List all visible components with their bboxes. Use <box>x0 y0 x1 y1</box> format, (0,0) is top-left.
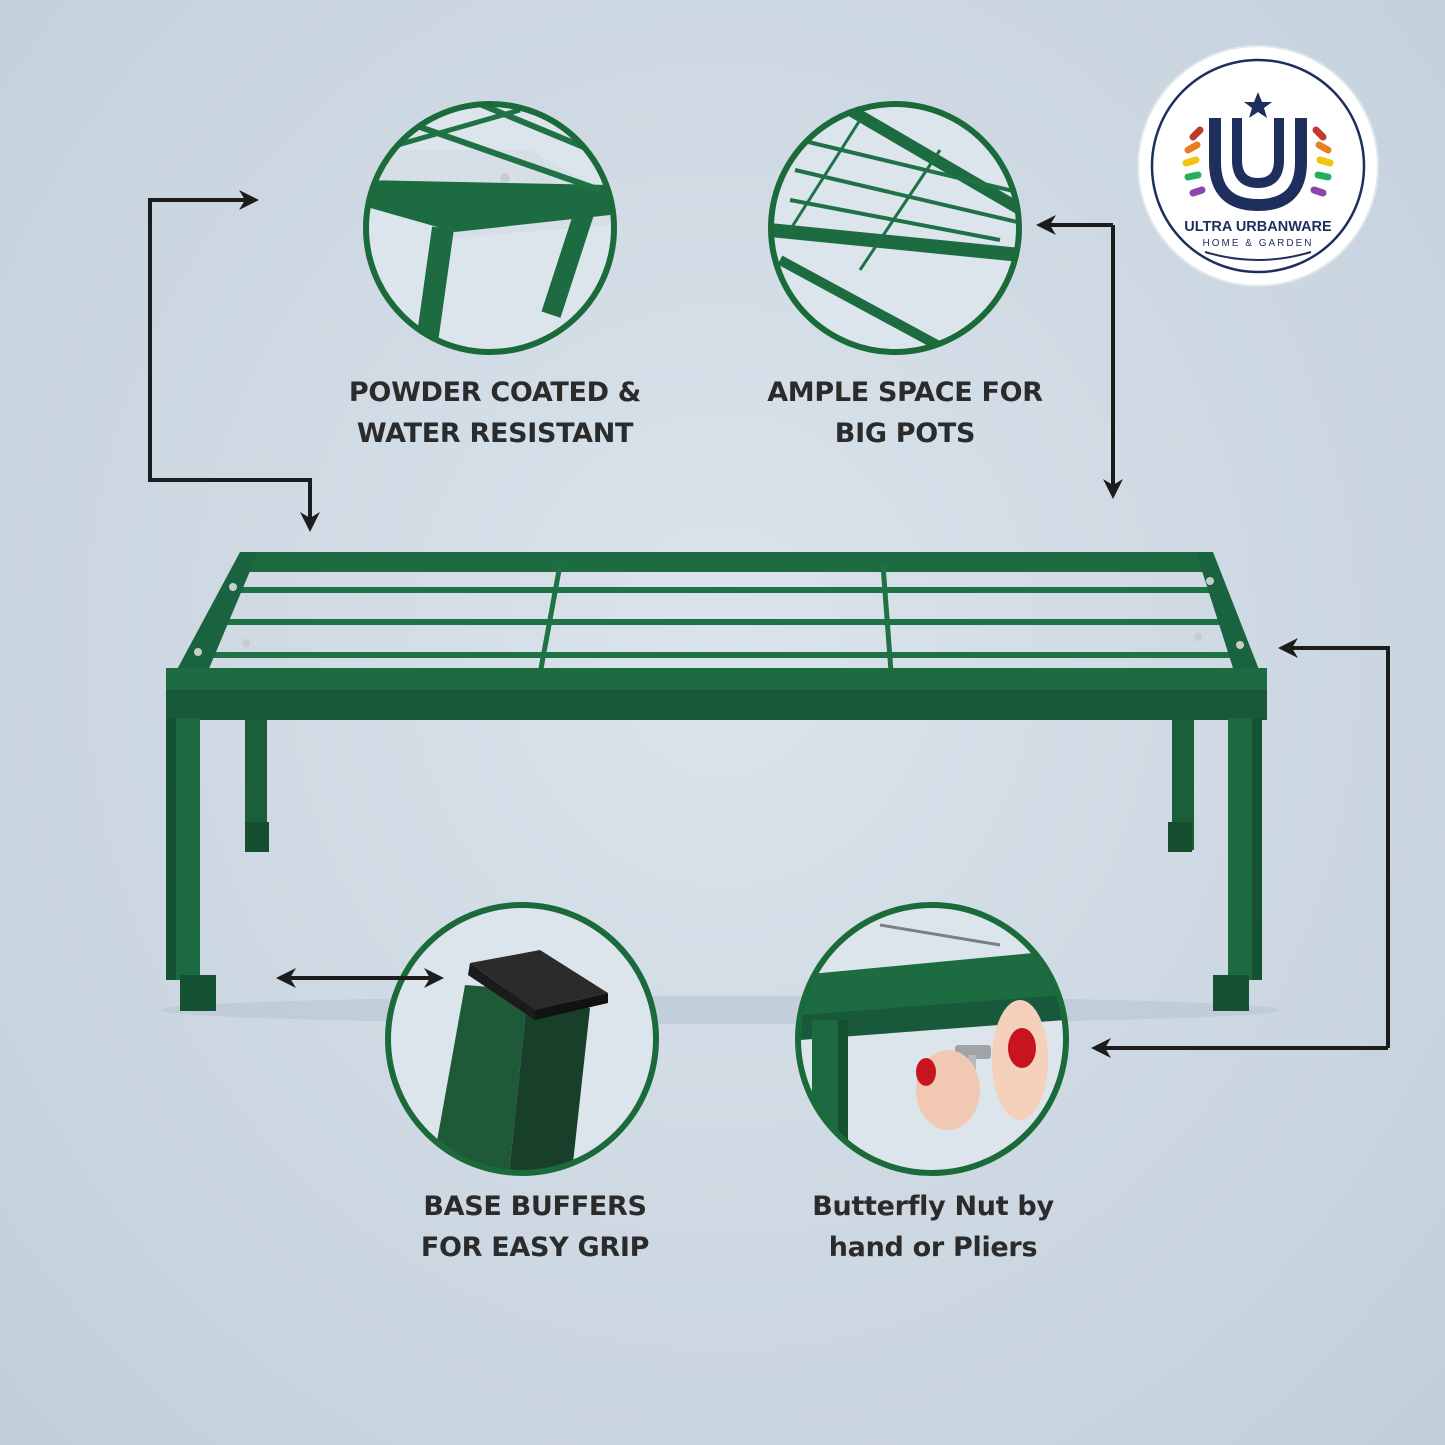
brand-name: ULTRA URBANWARE <box>1184 219 1332 235</box>
arrow-icon <box>1278 638 1390 1048</box>
laurel-icon <box>1182 126 1334 197</box>
caption-line: POWDER COATED & <box>348 377 642 408</box>
caption-line: WATER RESISTANT <box>356 418 634 449</box>
feature-caption-butterfly-nut: Butterfly Nut by hand or Pliers <box>743 1186 1123 1268</box>
caption-line: FOR EASY GRIP <box>420 1232 650 1263</box>
butterfly-nut-detail-circle <box>795 902 1069 1176</box>
caption-line: BASE BUFFERS <box>423 1191 647 1222</box>
feature-caption-ample-space: AMPLE SPACE FOR BIG POTS <box>715 372 1095 454</box>
ample-space-detail-circle <box>768 101 1022 355</box>
plant-stand-image <box>160 552 1280 1024</box>
caption-line: hand or Pliers <box>828 1232 1038 1263</box>
arrow-icon <box>150 478 320 532</box>
brand-logo: ULTRA URBANWARE HOME & GARDEN <box>1137 45 1379 287</box>
caption-line: Butterfly Nut by <box>812 1191 1054 1222</box>
caption-line: BIG POTS <box>834 418 976 449</box>
powder-coated-detail-circle <box>363 101 617 355</box>
callout-arrows <box>148 190 1390 1058</box>
feature-caption-powder-coated: POWDER COATED & WATER RESISTANT <box>305 372 685 454</box>
feature-caption-base-buffers: BASE BUFFERS FOR EASY GRIP <box>345 1186 725 1268</box>
base-buffer-detail-circle <box>385 902 659 1176</box>
caption-line: AMPLE SPACE FOR <box>767 377 1043 408</box>
arrow-icon <box>148 190 310 482</box>
star-icon <box>1244 92 1272 118</box>
brand-tagline: HOME & GARDEN <box>1202 238 1313 249</box>
